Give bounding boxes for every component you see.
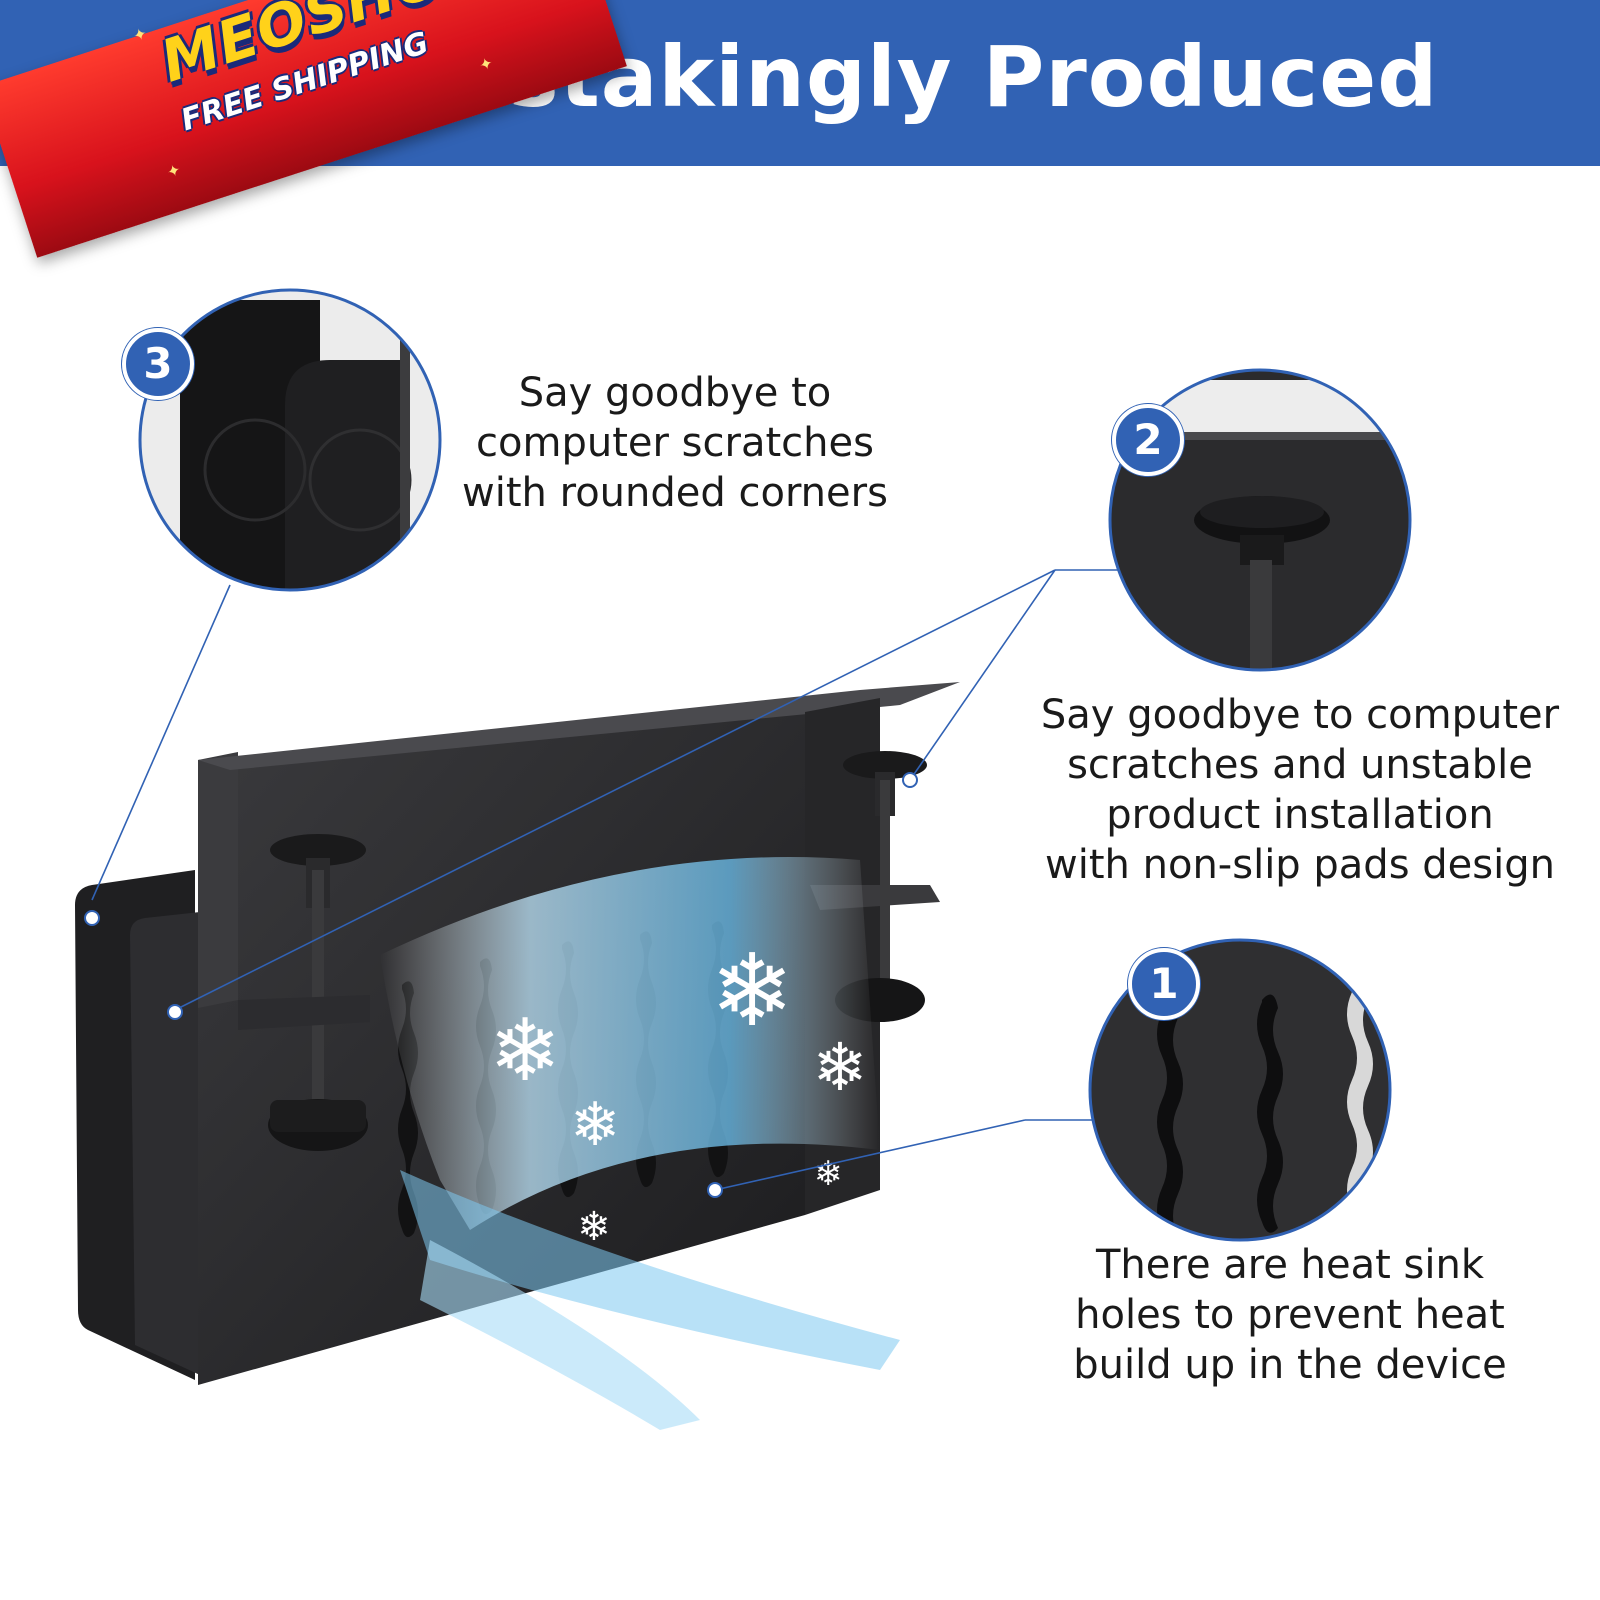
feature-caption-2: Say goodbye to computer scratches and un… — [1040, 692, 1560, 888]
snowflake-icon: ❄ — [489, 1001, 561, 1101]
feature-caption-1: There are heat sink holes to prevent hea… — [1073, 1242, 1507, 1388]
feature-caption-3: Say goodbye to computer scratches with r… — [462, 370, 888, 516]
snowflake-icon: ❄ — [577, 1204, 611, 1250]
cool-air-stream — [380, 857, 900, 1430]
snowflake-icon: ❄ — [570, 1090, 620, 1160]
snowflake-icon: ❄ — [812, 1029, 867, 1106]
snowflake-icon: ❄ — [710, 932, 794, 1049]
detail-circle-3 — [138, 288, 442, 592]
holder-left-bracket — [75, 870, 200, 1380]
snowflake-icon: ❄ — [814, 1154, 843, 1194]
feature-number-2: 2 — [1112, 404, 1184, 476]
snowflake-icons: ❄ ❄ ❄ ❄ ❄ ❄ — [489, 932, 868, 1250]
callout-lines — [91, 569, 1135, 1191]
feature-number-3: 3 — [122, 328, 194, 400]
clamp-left — [238, 834, 370, 1151]
feature-number-1: 1 — [1128, 948, 1200, 1020]
